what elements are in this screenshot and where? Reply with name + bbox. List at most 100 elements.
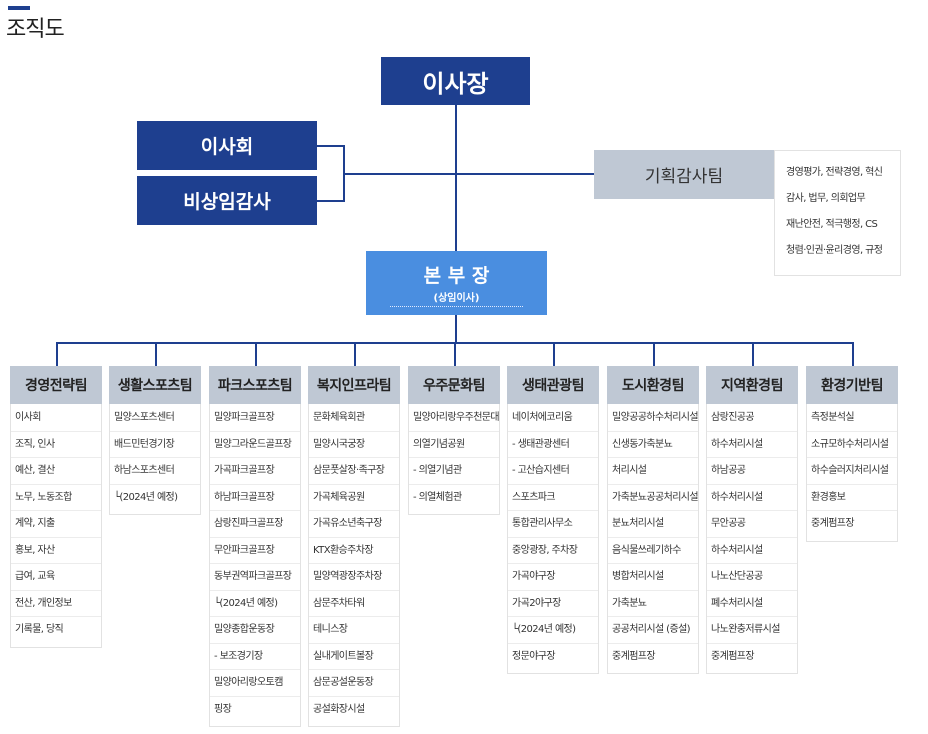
team-duty-item: 통합관리사무소 bbox=[508, 511, 598, 538]
connector-ceo-hq bbox=[455, 105, 457, 251]
connector-team-7 bbox=[653, 342, 655, 366]
connector-team-6 bbox=[553, 342, 555, 366]
team-duty-item: 공설화장시설 bbox=[313, 703, 365, 715]
team-duty-item: 삼문풋살장·족구장 bbox=[309, 458, 399, 485]
connector-team-2 bbox=[155, 342, 157, 366]
team-duty-item: 중계펌프장 bbox=[711, 650, 755, 662]
team-duty-item: 조직, 인사 bbox=[11, 432, 101, 458]
connector-team-1 bbox=[56, 342, 58, 366]
connector-hq-teams bbox=[455, 315, 457, 343]
hq-box: 본 부 장 (상임이사) bbox=[366, 251, 547, 315]
team-name: 생태관광팀 bbox=[507, 366, 599, 404]
team-duty-item: 급여, 교육 bbox=[11, 564, 101, 591]
connector-team-9 bbox=[852, 342, 854, 366]
team-duty-item: 분뇨처리시설 bbox=[608, 511, 698, 538]
connector-team-3 bbox=[255, 342, 257, 366]
team-name: 파크스포츠팀 bbox=[209, 366, 301, 404]
hq-subtitle: (상임이사) bbox=[433, 292, 480, 304]
team-duty-item: 무안파크골프장 bbox=[210, 538, 300, 564]
team-duty-item: 밀양아리랑우주천문대 bbox=[409, 405, 499, 432]
team-name: 우주문화팀 bbox=[408, 366, 500, 404]
team-duty-item: 하남스포츠센터 bbox=[110, 458, 200, 485]
team-duty-item: 밀양파크골프장 bbox=[210, 405, 300, 432]
team-duty-item: 하수처리시설 bbox=[707, 432, 797, 458]
team-duty-item: - 생태관광센터 bbox=[508, 432, 598, 458]
connector-bracket-main bbox=[343, 173, 455, 175]
connector-team-5 bbox=[454, 342, 456, 366]
team-duty-item: 가곡2야구장 bbox=[508, 591, 598, 617]
team-duty-item: 폐수처리시설 bbox=[707, 591, 797, 617]
team-duty-item: 홍보, 자산 bbox=[11, 538, 101, 564]
planning-team-box: 기획감사팀 bbox=[594, 150, 774, 199]
team-duty-item: └(2024년 예정) bbox=[508, 617, 598, 644]
team-duty-item: 하남파크골프장 bbox=[210, 485, 300, 511]
team-duty-item: 예산, 결산 bbox=[11, 458, 101, 485]
team-duty-item: 배드민턴경기장 bbox=[110, 432, 200, 458]
team-duty-item: 계약, 지출 bbox=[11, 511, 101, 538]
page-title: 조직도 bbox=[6, 17, 65, 42]
connector-team-8 bbox=[752, 342, 754, 366]
planning-duty: 감사, 법무, 의회업무 bbox=[786, 193, 866, 204]
team-name: 경영전략팀 bbox=[10, 366, 102, 404]
team-duty-item: KTX환승주차장 bbox=[309, 538, 399, 564]
team-duty-item: 스포츠파크 bbox=[508, 485, 598, 511]
team-duty-item: └(2024년 예정) bbox=[210, 591, 300, 617]
team-duty-item: 밀양아리랑오토캠 bbox=[210, 670, 300, 697]
connector-team-4 bbox=[354, 342, 356, 366]
team-duty-item: 무안공공 bbox=[707, 511, 797, 538]
team-duty-item: 소규모하수처리시설 bbox=[807, 432, 897, 458]
team-duty-item: 밀양공공하수처리시설 bbox=[608, 405, 698, 432]
team-duty-item: 중계펌프장 bbox=[811, 518, 855, 529]
team-duty-item: 공공처리시설 (증설) bbox=[608, 617, 698, 644]
team-duty-item: 의열기념공원 bbox=[409, 432, 499, 458]
team-duty-item: 이사회 bbox=[11, 405, 101, 432]
team-duty-item: 문화체육회관 bbox=[309, 405, 399, 432]
team-duty-item: 네이처에코리움 bbox=[508, 405, 598, 432]
team-duty-item: 음식물쓰레기하수 bbox=[608, 538, 698, 564]
team-duty-item: 병합처리시설 bbox=[608, 564, 698, 591]
team-duty-item: 가곡파크골프장 bbox=[210, 458, 300, 485]
team-name: 환경기반팀 bbox=[806, 366, 898, 404]
team-duty-item: 신생동가축분뇨 bbox=[608, 432, 698, 458]
board-box: 이사회 bbox=[137, 121, 317, 170]
team-duty-item: 밀양스포츠센터 bbox=[110, 405, 200, 432]
connector-board-bracket bbox=[317, 145, 344, 147]
planning-duty: 청렴·인권·윤리경영, 규정 bbox=[786, 245, 883, 256]
team-duty-item: 가축분뇨공공처리시설 bbox=[608, 485, 698, 511]
team-duty-item: 가축분뇨 bbox=[608, 591, 698, 617]
team-duty-item: └(2024년 예정) bbox=[114, 491, 178, 503]
title-accent-bar bbox=[8, 6, 30, 10]
team-duty-item: 중앙광장, 주차장 bbox=[508, 538, 598, 564]
auditor-box: 비상임감사 bbox=[137, 176, 317, 225]
team-duty-item: 테니스장 bbox=[309, 617, 399, 644]
team-duty-item: 처리시설 bbox=[608, 458, 698, 485]
team-duty-item: - 의열기념관 bbox=[409, 458, 499, 485]
connector-planning bbox=[457, 173, 594, 175]
team-duty-item: - 의열체험관 bbox=[413, 491, 462, 503]
team-duty-item: 노무, 노동조합 bbox=[11, 485, 101, 511]
planning-duty: 경영평가, 전략경영, 혁신 bbox=[786, 167, 883, 178]
team-duty-item: 삼랑진파크골프장 bbox=[210, 511, 300, 538]
planning-duties: 경영평가, 전략경영, 혁신 감사, 법무, 의회업무 재난안전, 적극행정, … bbox=[774, 150, 901, 276]
team-duty-item: 측정분석실 bbox=[807, 405, 897, 432]
team-duty-item: 나노산단공공 bbox=[707, 564, 797, 591]
hq-underline bbox=[390, 306, 523, 307]
team-duty-item: 삼문주차타워 bbox=[309, 591, 399, 617]
team-duty-item: 핑장 bbox=[214, 703, 232, 715]
team-duty-item: 삼문공설운동장 bbox=[309, 670, 399, 697]
team-name: 생활스포츠팀 bbox=[109, 366, 201, 404]
connector-audit-bracket bbox=[317, 200, 344, 202]
team-duty-item: 나노완충저류시설 bbox=[707, 617, 797, 644]
